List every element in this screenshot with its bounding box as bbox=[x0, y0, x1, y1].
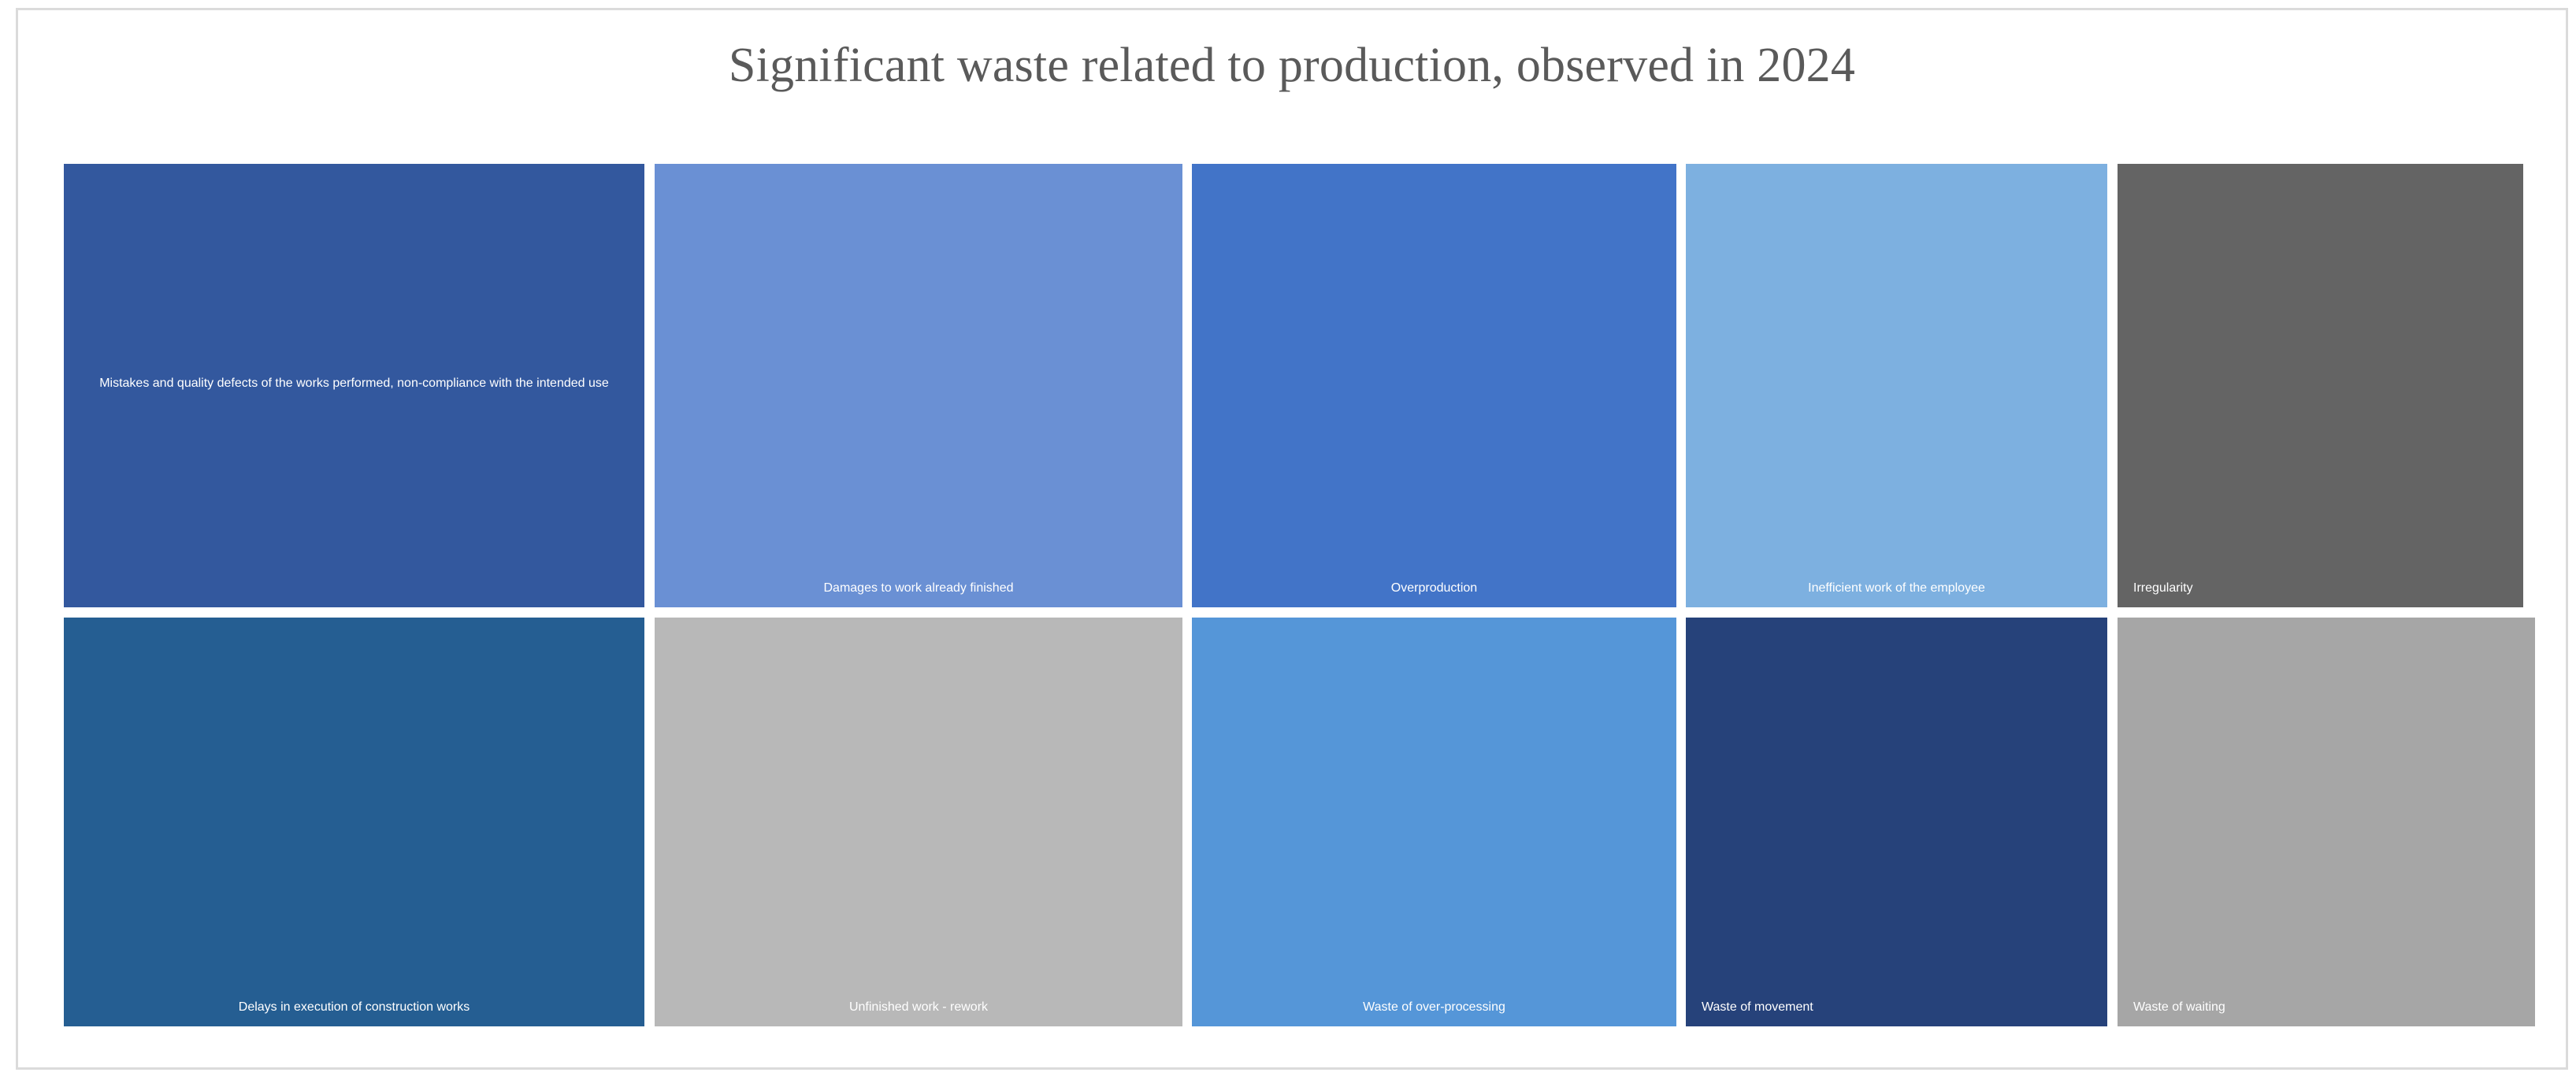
treemap-tile[interactable]: Mistakes and quality defects of the work… bbox=[64, 164, 644, 607]
treemap-tile[interactable]: Damages to work already finished bbox=[655, 164, 1182, 607]
treemap-tile[interactable]: Waste of waiting bbox=[2118, 618, 2535, 1026]
chart-card: Significant waste related to production,… bbox=[16, 8, 2568, 1070]
treemap-tile-label: Delays in execution of construction work… bbox=[238, 1000, 470, 1015]
treemap-tile[interactable]: Waste of over-processing bbox=[1192, 618, 1676, 1026]
treemap-tile-label: Waste of movement bbox=[1702, 1000, 1813, 1015]
treemap-tile[interactable]: Delays in execution of construction work… bbox=[64, 618, 644, 1026]
treemap-tile-label: Waste of waiting bbox=[2133, 1000, 2225, 1015]
treemap-tile-label: Damages to work already finished bbox=[823, 581, 1014, 596]
treemap-tile-label: Unfinished work - rework bbox=[848, 1000, 989, 1015]
treemap-tile-label: Overproduction bbox=[1390, 581, 1478, 596]
treemap-tile[interactable]: Irregularity bbox=[2118, 164, 2523, 607]
treemap-tile[interactable]: Unfinished work - rework bbox=[655, 618, 1182, 1026]
treemap-tile[interactable]: Waste of movement bbox=[1686, 618, 2107, 1026]
treemap-tile[interactable]: Overproduction bbox=[1192, 164, 1676, 607]
treemap-plot-area: Mistakes and quality defects of the work… bbox=[18, 10, 2566, 1067]
treemap-tile-label: Waste of over-processing bbox=[1363, 1000, 1505, 1015]
chart-title: Significant waste related to production,… bbox=[728, 39, 1856, 92]
treemap-tile[interactable]: Inefficient work of the employee bbox=[1686, 164, 2107, 607]
treemap-tile-label: Mistakes and quality defects of the work… bbox=[99, 377, 609, 391]
treemap-tile-label: Inefficient work of the employee bbox=[1808, 581, 1985, 596]
treemap-tile-label: Irregularity bbox=[2133, 581, 2193, 596]
